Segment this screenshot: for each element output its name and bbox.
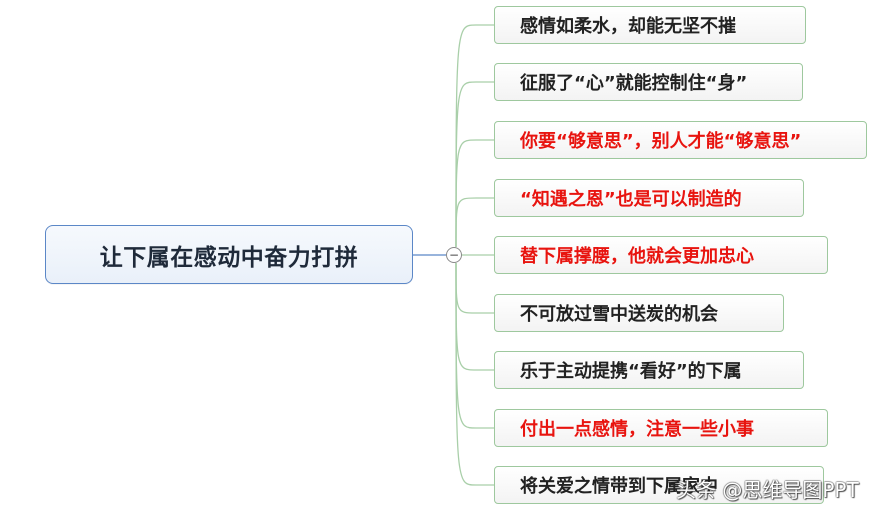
collapse-toggle-symbol: − [448,248,460,262]
branch-topic-8[interactable]: 付出一点感情，注意一些小事 [494,409,828,447]
branch-topic-label: 感情如柔水，却能无坚不摧 [520,16,736,37]
branch-topic-5[interactable]: 替下属撑腰，他就会更加忠心 [494,236,828,274]
branch-topic-label: 乐于主动提携“看好”的下属 [520,361,742,382]
branch-topic-label: 替下属撑腰，他就会更加忠心 [520,246,754,267]
branch-topic-label: 付出一点感情，注意一些小事 [520,419,754,440]
root-topic[interactable]: 让下属在感动中奋力打拼 [45,225,413,284]
branch-connector-8 [455,262,494,429]
branch-topic-3[interactable]: 你要“够意思”，别人才能“够意思” [494,121,867,159]
branch-topic-label: 你要“够意思”，别人才能“够意思” [520,131,802,152]
branch-topic-9[interactable]: 将关爱之情带到下属家中 [494,466,824,504]
branch-topic-label: 征服了“心”就能控制住“身” [520,73,748,94]
branch-connector-1 [455,24,494,248]
branch-connector-3 [455,139,494,248]
branch-connector-2 [455,81,494,248]
branch-topic-label: 不可放过雪中送炭的机会 [520,304,718,325]
branch-topic-label: 将关爱之情带到下属家中 [520,476,718,497]
root-topic-label: 让下属在感动中奋力打拼 [99,244,359,271]
branch-topic-2[interactable]: 征服了“心”就能控制住“身” [494,63,803,101]
branch-topic-6[interactable]: 不可放过雪中送炭的机会 [494,294,784,332]
branch-topic-7[interactable]: 乐于主动提携“看好”的下属 [494,351,804,389]
branch-topic-label: “知遇之恩”也是可以制造的 [520,189,742,210]
branch-topic-4[interactable]: “知遇之恩”也是可以制造的 [494,179,804,217]
branch-topic-1[interactable]: 感情如柔水，却能无坚不摧 [494,6,806,44]
branch-connector-7 [455,262,494,371]
branch-connector-9 [455,262,494,486]
collapse-toggle-icon[interactable]: − [446,247,462,263]
branch-connector-4 [455,197,494,248]
branch-connector-6 [455,262,494,314]
